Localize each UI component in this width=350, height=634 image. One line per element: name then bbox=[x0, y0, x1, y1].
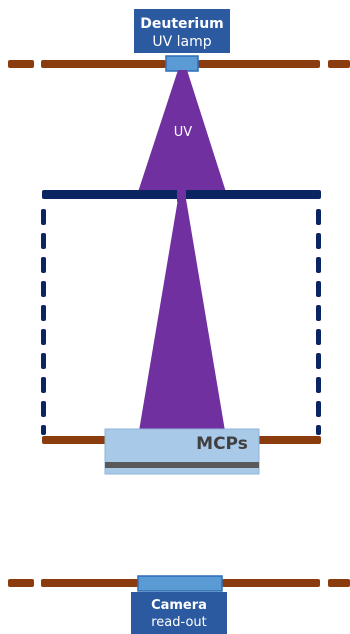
uv-lamp-title: Deuterium bbox=[140, 16, 224, 32]
mcp-plate-left bbox=[42, 436, 108, 444]
uv-beam-lower bbox=[139, 199, 225, 431]
uv-beam-aperture bbox=[177, 188, 186, 202]
bottom-plate bbox=[8, 579, 350, 587]
right-wall-dash bbox=[316, 305, 321, 321]
right-wall-dash bbox=[316, 377, 321, 393]
mcp-bar bbox=[105, 462, 259, 468]
uv-lamp-label: Deuterium UV lamp bbox=[134, 9, 230, 53]
mcp-label: MCPs bbox=[196, 434, 248, 454]
uv-beam-upper bbox=[138, 70, 226, 192]
left-wall-dash bbox=[41, 233, 46, 249]
top-plate bbox=[8, 60, 350, 68]
top-plate-segment bbox=[41, 60, 166, 68]
bottom-plate-segment bbox=[222, 579, 320, 587]
uv-lamp-subtitle: UV lamp bbox=[152, 34, 211, 50]
right-wall-dash bbox=[316, 233, 321, 249]
lamp-window bbox=[165, 55, 199, 72]
camera-title: Camera bbox=[151, 598, 207, 613]
right-wall-dash bbox=[316, 329, 321, 345]
chamber-right-wall bbox=[316, 209, 321, 435]
top-plate-segment bbox=[198, 60, 320, 68]
left-wall-dash bbox=[41, 257, 46, 273]
bottom-plate-segment bbox=[328, 579, 350, 587]
left-wall-dash bbox=[41, 209, 46, 225]
camera-window bbox=[137, 575, 223, 592]
left-wall-dash bbox=[41, 377, 46, 393]
mcp-plate-right bbox=[256, 436, 321, 444]
right-wall-dash bbox=[316, 353, 321, 369]
right-wall-dash bbox=[316, 257, 321, 273]
chamber-left-wall bbox=[41, 209, 46, 435]
right-wall-dash bbox=[316, 281, 321, 297]
mcp-detector: MCPs bbox=[104, 428, 260, 475]
right-wall-dash bbox=[316, 401, 321, 417]
right-wall-dash bbox=[316, 425, 321, 435]
left-wall-dash bbox=[41, 305, 46, 321]
left-wall-dash bbox=[41, 425, 46, 435]
camera-label: Camera read-out bbox=[131, 592, 227, 634]
uv-beam-label: UV bbox=[174, 125, 193, 140]
uv-lamp-box bbox=[134, 9, 230, 53]
camera-subtitle: read-out bbox=[151, 615, 207, 630]
left-wall-dash bbox=[41, 353, 46, 369]
left-wall-dash bbox=[41, 329, 46, 345]
top-plate-segment bbox=[8, 60, 34, 68]
bottom-plate-segment bbox=[8, 579, 34, 587]
right-wall-dash bbox=[316, 209, 321, 225]
bottom-plate-segment bbox=[41, 579, 139, 587]
camera-box bbox=[131, 592, 227, 634]
left-wall-dash bbox=[41, 281, 46, 297]
left-wall-dash bbox=[41, 401, 46, 417]
top-plate-segment bbox=[328, 60, 350, 68]
